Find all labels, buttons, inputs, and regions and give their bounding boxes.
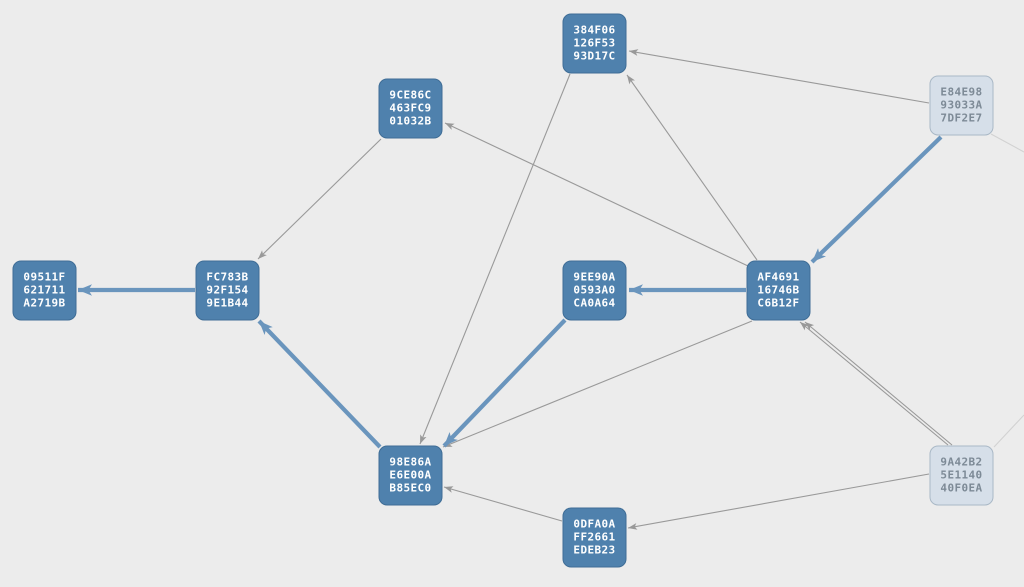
node-label-line: 384F06 xyxy=(573,24,615,37)
graph-edge[interactable] xyxy=(443,486,563,522)
node-label-line: 621711 xyxy=(23,284,65,297)
node-box[interactable] xyxy=(562,507,627,568)
graph-edge[interactable] xyxy=(804,321,953,446)
graph-edge[interactable] xyxy=(442,318,567,448)
node-label-line: 0DFA0A xyxy=(573,518,615,531)
node-label-line: FC783B xyxy=(206,271,248,284)
node-label-line: 9CE86C xyxy=(389,89,431,102)
graph-edge[interactable] xyxy=(628,49,930,104)
node-label-line: A2719B xyxy=(23,297,65,310)
node-label-line: 9E1B44 xyxy=(206,297,248,310)
graph-edge[interactable] xyxy=(257,319,382,449)
node-label-line: 0593A0 xyxy=(573,284,615,297)
node-box[interactable] xyxy=(378,78,443,139)
graph-edge[interactable] xyxy=(799,321,949,446)
graph-edge[interactable] xyxy=(419,73,571,445)
node-box[interactable] xyxy=(195,260,260,321)
node-label-line: 09511F xyxy=(23,271,65,284)
node-label-line: 126F53 xyxy=(573,37,615,50)
node-label-line: AF4691 xyxy=(757,271,799,284)
node-label-line: 01032B xyxy=(389,115,431,128)
graph-edge[interactable] xyxy=(444,122,749,267)
node-label-line: 98E86A xyxy=(389,456,431,469)
node-box[interactable] xyxy=(562,260,627,321)
node-box[interactable] xyxy=(12,260,77,321)
node-label-line: 463FC9 xyxy=(389,102,431,115)
graph-edge[interactable] xyxy=(626,74,758,261)
graph-edge[interactable] xyxy=(990,133,1024,153)
node-label-line: 93033A xyxy=(940,99,982,112)
node-box[interactable] xyxy=(929,75,994,136)
node-label-line: CA0A64 xyxy=(573,297,615,310)
node-label-line: 16746B xyxy=(757,284,799,297)
node-label-line: C6B12F xyxy=(757,297,799,310)
edge-layer xyxy=(78,49,1024,530)
graph-edge[interactable] xyxy=(627,473,930,530)
node-box[interactable] xyxy=(562,13,627,74)
node-box[interactable] xyxy=(746,260,811,321)
node-box[interactable] xyxy=(378,445,443,506)
node-label-line: B85EC0 xyxy=(389,482,431,495)
node-label-line: 92F154 xyxy=(206,284,248,297)
graph-edge[interactable] xyxy=(810,135,943,264)
node-label-line: 9EE90A xyxy=(573,271,615,284)
node-label-line: 7DF2E7 xyxy=(940,112,982,125)
node-label-line: EDEB23 xyxy=(573,544,615,557)
node-label-line: FF2661 xyxy=(573,531,615,544)
graph-edge[interactable] xyxy=(257,138,382,260)
node-box[interactable] xyxy=(929,445,994,506)
node-label-line: 5E1140 xyxy=(940,469,982,482)
graph-edge[interactable] xyxy=(993,414,1024,448)
graph-edge[interactable] xyxy=(442,320,753,448)
node-label-line: E6E00A xyxy=(389,469,431,482)
node-label-line: E84E98 xyxy=(940,86,982,99)
node-label-line: 93D17C xyxy=(573,50,615,63)
node-label-line: 40F0EA xyxy=(940,482,982,495)
node-label-line: 9A42B2 xyxy=(940,456,982,469)
